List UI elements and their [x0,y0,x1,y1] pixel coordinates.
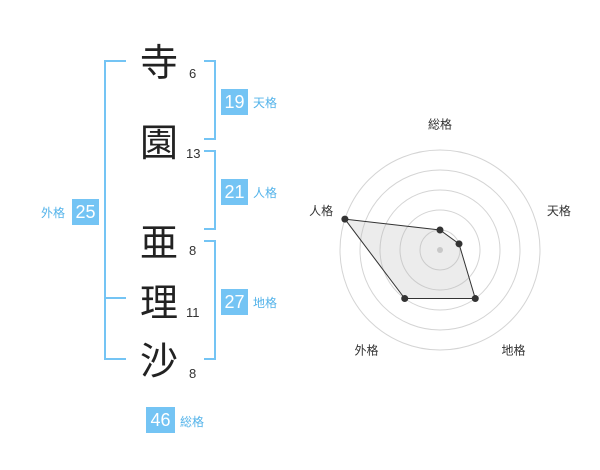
radar-area [343,218,476,300]
radar-axis-label-4: 外格 [355,343,379,358]
gaikaku-bracket-top [104,60,126,62]
tenkaku-label: 天格 [253,96,278,110]
chikaku-badge: 27 [221,289,248,315]
stroke-count-3: 8 [189,243,197,258]
radar-point-1 [436,226,444,234]
tenkaku-bracket-top [204,60,216,62]
radar-axis-label-5: 人格 [309,203,333,218]
jinkaku-bracket-bottom [204,228,216,230]
stroke-count-1: 6 [189,66,197,81]
stroke-count-4: 11 [186,305,200,320]
tenkaku-badge: 19 [221,89,248,115]
radar-axis-label-1: 総格 [428,117,452,132]
jinkaku-badge: 21 [221,179,248,205]
name-char-4: 理 [140,281,179,325]
jinkaku-bracket-top [204,150,216,152]
jinkaku-label: 人格 [253,186,278,200]
name-char-2: 園 [140,121,179,165]
gaikaku-bracket-mid [104,297,126,299]
gaikaku-bracket-bottom [104,358,126,360]
stroke-count-5: 8 [189,366,197,381]
gaikaku-label: 外格 [41,206,66,220]
radar-point-3 [471,295,479,303]
name-char-5: 沙 [140,339,179,383]
radar-center [437,247,443,253]
radar-point-5 [341,215,349,223]
radar-ring-4 [359,169,521,331]
soukaku-label: 総格 [180,415,205,429]
tenkaku-bracket-vertical [214,60,216,140]
soukaku-badge: 46 [146,407,175,433]
chikaku-bracket-vertical [214,240,216,360]
chikaku-bracket-bottom [204,358,216,360]
name-char-1: 寺 [140,41,179,85]
radar-axis-label-3: 地格 [501,343,525,358]
chikaku-label: 地格 [253,296,278,310]
gaikaku-badge: 25 [72,199,99,225]
radar-point-2 [455,240,463,248]
jinkaku-bracket-vertical [214,150,216,230]
name-char-3: 亜 [140,221,179,265]
radar-point-4 [401,295,409,303]
tenkaku-bracket-bottom [204,138,216,140]
radar-ring-2 [399,209,481,291]
radar-ring-5 [339,149,541,351]
stroke-count-2: 13 [186,146,201,161]
chikaku-bracket-top [204,240,216,242]
radar-axis-label-2: 天格 [547,203,571,218]
radar-ring-3 [379,189,501,311]
gaikaku-bracket-vertical [104,60,106,360]
